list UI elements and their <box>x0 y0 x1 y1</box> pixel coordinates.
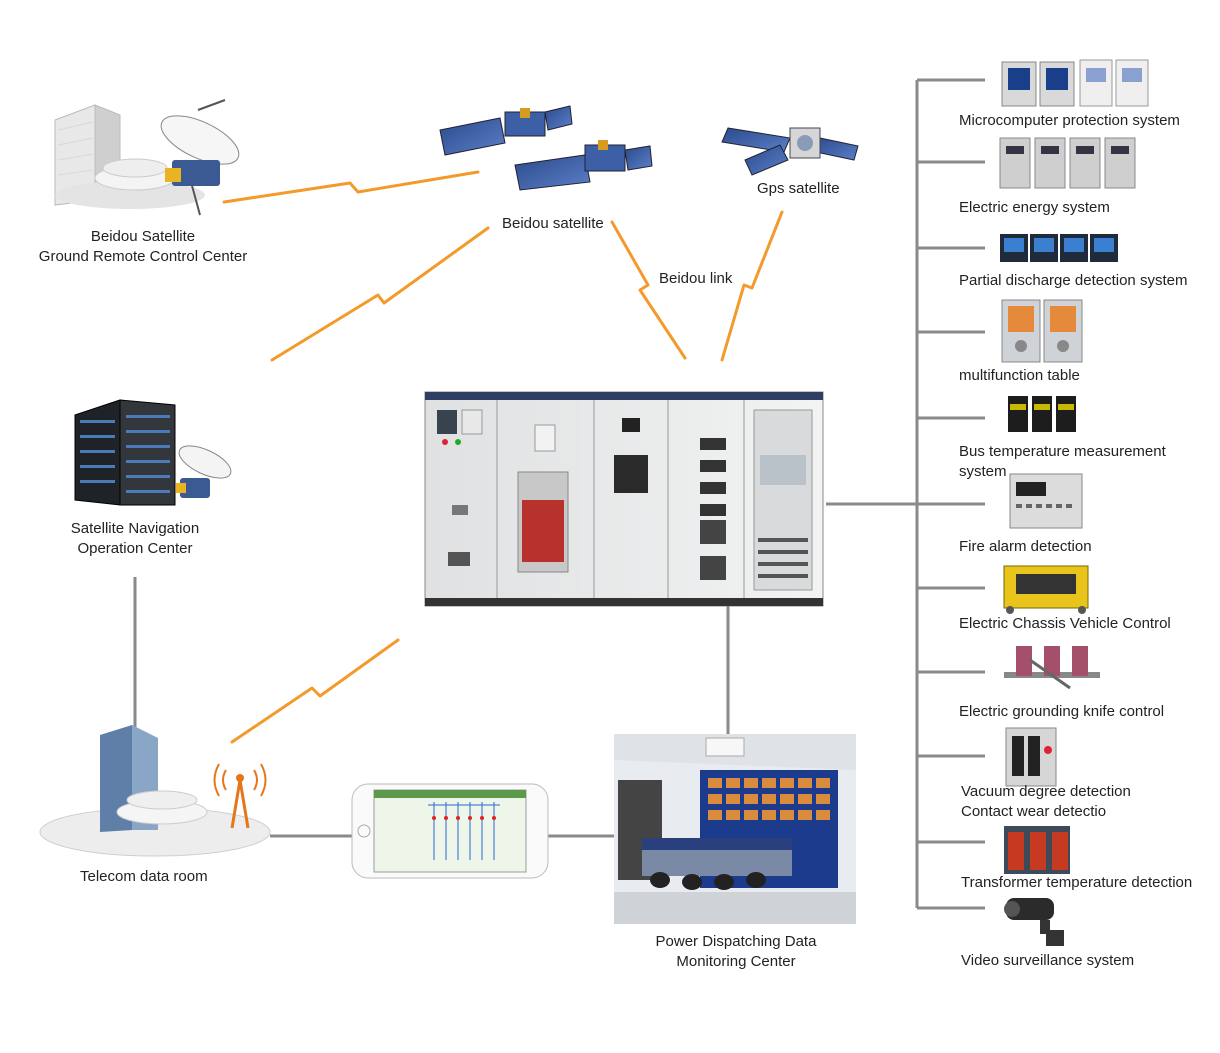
system-label-vacuum: Vacuum degree detection Contact wear det… <box>961 783 1131 820</box>
temperature-sensor-icon <box>1008 396 1076 432</box>
system-label-video: Video surveillance system <box>961 952 1135 969</box>
smartphone-icon <box>351 783 549 879</box>
system-label-discharge: Partial discharge detection system <box>959 272 1188 289</box>
multifunction-meter-icon <box>1001 299 1083 363</box>
telecom-label: Telecom data room <box>80 868 208 885</box>
vacuum-breaker-icon <box>1005 727 1057 787</box>
switchgear-cabinet-icon <box>424 391 824 607</box>
system-label-chassis: Electric Chassis Vehicle Control <box>959 615 1171 632</box>
link-telecom-cabinet <box>230 638 400 744</box>
fire-alarm-panel-icon <box>1009 473 1083 529</box>
discharge-detector-icon <box>1000 234 1118 262</box>
system-label-fire-alarm: Fire alarm detection <box>959 538 1092 555</box>
ground-station-icon <box>54 99 240 216</box>
system-label-protection: Microcomputer protection system <box>959 112 1180 129</box>
beidou-link-label: Beidou link <box>659 270 733 287</box>
system-label-grounding: Electric grounding knife control <box>959 703 1165 720</box>
nav-center-label: Satellite Navigation Operation Center <box>70 520 200 557</box>
grounding-switch-icon <box>1004 646 1100 690</box>
gps-satellite-icon <box>721 127 859 176</box>
system-label-transformer: Transformer temperature detection <box>961 874 1193 891</box>
wired-links <box>133 78 985 910</box>
server-rack-icon <box>74 399 232 506</box>
system-label-bus-temperature: Bus temperature measurement system <box>959 443 1166 480</box>
system-label-multifunction: multifunction table <box>959 367 1080 384</box>
cctv-camera-icon <box>1004 898 1064 946</box>
dispatch-label: Power Dispatching Data Monitoring Center <box>655 933 817 970</box>
chassis-vehicle-icon <box>1003 565 1089 614</box>
gps-satellite-label: Gps satellite <box>757 180 840 197</box>
beidou-satellite-icon <box>439 105 653 191</box>
beidou-satellite-label: Beidou satellite <box>502 215 604 232</box>
ground-center-label: Beidou Satellite Ground Remote Control C… <box>38 228 248 265</box>
system-label-energy: Electric energy system <box>959 199 1110 216</box>
protection-relay-icon <box>1001 59 1149 107</box>
telecom-building-icon <box>39 725 271 857</box>
link-nav-beidou <box>270 226 490 362</box>
transformer-icon <box>1004 826 1070 874</box>
link-ground-beidou <box>222 170 480 204</box>
link-beidou-cabinet <box>610 220 687 360</box>
energy-meter-icon <box>999 137 1136 189</box>
wireless-links <box>222 170 784 744</box>
link-gps-cabinet <box>720 210 784 362</box>
control-room-icon <box>614 734 856 924</box>
